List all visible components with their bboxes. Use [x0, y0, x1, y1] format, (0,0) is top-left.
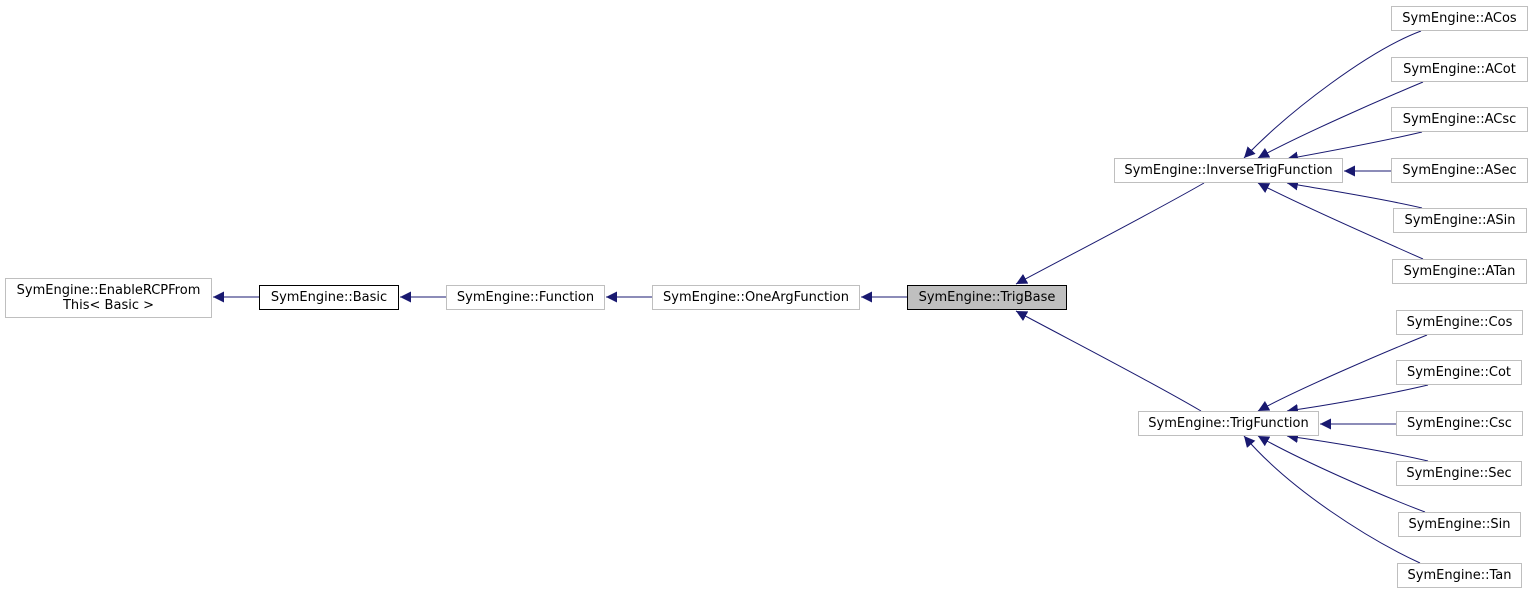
edge-acot-to-inverse-trig-function: [1257, 81, 1424, 159]
node-tan[interactable]: SymEngine::Tan: [1397, 563, 1522, 588]
edge-inverse-trig-function-to-trig-base: [1015, 182, 1205, 285]
node-asec[interactable]: SymEngine::ASec: [1391, 158, 1528, 183]
edge-asin-to-inverse-trig-function: [1286, 179, 1423, 209]
node-sec[interactable]: SymEngine::Sec: [1396, 461, 1522, 486]
node-sin[interactable]: SymEngine::Sin: [1398, 512, 1521, 537]
edge-acsc-to-inverse-trig-function: [1286, 131, 1423, 163]
edge-acos-to-inverse-trig-function: [1243, 30, 1422, 159]
node-basic[interactable]: SymEngine::Basic: [259, 285, 399, 310]
edge-cot-to-trig-function: [1286, 384, 1429, 415]
node-enable-rcp-line1: SymEngine::EnableRCPFrom: [16, 283, 201, 298]
edge-sin-to-trig-function: [1257, 435, 1426, 513]
edge-trig-function-to-trig-base: [1015, 310, 1202, 412]
node-acos[interactable]: SymEngine::ACos: [1391, 6, 1528, 31]
node-enable-rcp-from-this[interactable]: SymEngine::EnableRCPFrom This< Basic >: [5, 278, 212, 318]
node-cos[interactable]: SymEngine::Cos: [1396, 310, 1523, 335]
node-csc[interactable]: SymEngine::Csc: [1396, 411, 1523, 436]
node-enable-rcp-line2: This< Basic >: [62, 298, 155, 313]
node-trig-base-current: SymEngine::TrigBase: [907, 285, 1067, 310]
node-atan[interactable]: SymEngine::ATan: [1392, 259, 1527, 284]
node-one-arg-function[interactable]: SymEngine::OneArgFunction: [652, 285, 860, 310]
node-trig-function[interactable]: SymEngine::TrigFunction: [1138, 411, 1319, 436]
node-inverse-trig-function[interactable]: SymEngine::InverseTrigFunction: [1114, 158, 1343, 183]
node-asin[interactable]: SymEngine::ASin: [1393, 208, 1527, 233]
node-cot[interactable]: SymEngine::Cot: [1396, 360, 1522, 385]
edge-tan-to-trig-function: [1243, 435, 1421, 564]
edge-cos-to-trig-function: [1257, 334, 1428, 412]
edge-sec-to-trig-function: [1286, 432, 1429, 462]
node-function[interactable]: SymEngine::Function: [446, 285, 605, 310]
edge-atan-to-inverse-trig-function: [1257, 182, 1424, 260]
node-acot[interactable]: SymEngine::ACot: [1391, 57, 1528, 82]
node-acsc[interactable]: SymEngine::ACsc: [1391, 107, 1528, 132]
